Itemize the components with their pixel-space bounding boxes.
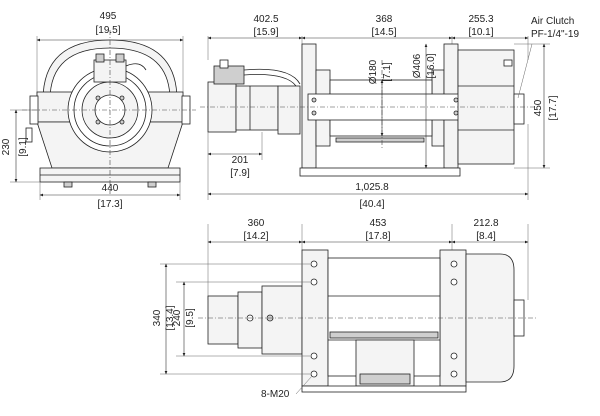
top-left-mm: 360	[248, 218, 265, 229]
top-outer-in: [13.4]	[165, 305, 176, 330]
bolt-spec-label: 8-M20	[261, 389, 290, 400]
front-base-in: [17.3]	[97, 199, 122, 210]
top-middle-mm: 453	[370, 218, 387, 229]
total-length-mm: 1,025.8	[355, 182, 389, 193]
flange-diameter-mm: Ø406	[412, 53, 423, 78]
front-width-mm: 495	[100, 11, 117, 22]
side-drum-mm: 368	[376, 14, 393, 25]
top-right-in: [8.4]	[476, 231, 496, 242]
front-base-mm: 440	[102, 183, 119, 194]
total-length-in: [40.4]	[359, 199, 384, 210]
front-width-in: [19.5]	[95, 25, 120, 36]
motor-offset-mm: 201	[232, 155, 249, 166]
drum-diameter-in: [7.1]	[382, 62, 393, 82]
front-height-mm: 230	[1, 138, 12, 155]
top-left-in: [14.2]	[243, 231, 268, 242]
side-motor-mm: 402.5	[253, 14, 278, 25]
top-inner-in: [9.5]	[185, 308, 196, 328]
air-clutch-label: Air Clutch	[531, 16, 574, 27]
side-view	[200, 36, 550, 200]
flange-diameter-in: [16.0]	[426, 53, 437, 78]
motor-offset-in: [7.9]	[230, 168, 250, 179]
front-view	[10, 30, 196, 200]
front-height-in: [9.1]	[18, 137, 29, 157]
side-drum-in: [14.5]	[371, 27, 396, 38]
side-motor-in: [15.9]	[253, 27, 278, 38]
top-inner-mm: 240	[172, 309, 183, 326]
side-height-mm: 450	[533, 99, 544, 116]
side-gear-in: [10.1]	[468, 27, 493, 38]
top-view	[160, 224, 536, 395]
clutch-port-label: PF-1/4"-19	[531, 29, 579, 40]
drum-diameter-mm: Ø180	[368, 59, 379, 84]
top-outer-mm: 340	[152, 309, 163, 326]
side-gear-mm: 255.3	[468, 14, 493, 25]
top-right-mm: 212.8	[473, 218, 498, 229]
side-height-in: [17.7]	[548, 95, 559, 120]
top-middle-in: [17.8]	[365, 231, 390, 242]
